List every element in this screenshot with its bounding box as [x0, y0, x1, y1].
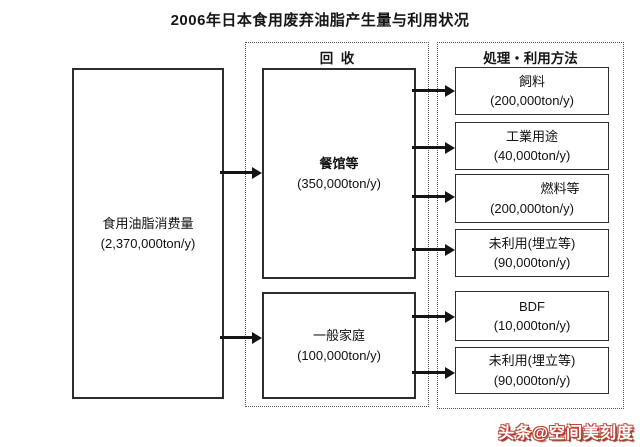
treatment-box-feed: 飼料 (200,000ton/y) [455, 67, 609, 115]
treatment-box-industrial-value: (40,000ton/y) [493, 148, 571, 163]
arrow-restaurant-to-industrial [412, 141, 455, 154]
recycle-box-household: 一般家庭 (100,000ton/y) [262, 292, 416, 399]
arrow-restaurant-to-feed [412, 84, 455, 97]
source-box-label: 食用油脂消费量 [102, 216, 194, 231]
treatment-box-unused-1-value: (90,000ton/y) [493, 255, 571, 270]
treatment-box-fuel-value: (200,000ton/y) [490, 200, 574, 216]
treatment-box-feed-label: 飼料 [518, 73, 545, 89]
arrow-restaurant-to-unused-1 [412, 243, 455, 256]
treatment-box-fuel-label: 燃料等 [540, 181, 580, 196]
treatment-group: 処理・利用方法 [437, 42, 624, 409]
diagram-title: 2006年日本食用废弃油脂产生量与利用状况 [170, 12, 470, 29]
recycle-group: 回 收 [245, 42, 429, 407]
treatment-box-feed-value: (200,000ton/y) [490, 93, 574, 108]
source-box: 食用油脂消费量 (2,370,000ton/y) [72, 68, 224, 399]
recycle-group-header: 回 收 [319, 51, 355, 66]
treatment-box-unused-1-label: 未利用(埋立等) [488, 235, 576, 251]
recycle-box-restaurant-value: (350,000ton/y) [297, 175, 381, 191]
recycle-box-restaurant-label: 餐馆等 [319, 156, 359, 171]
treatment-box-bdf-label: BDF [519, 298, 545, 314]
arrow-restaurant-to-fuel [412, 190, 455, 203]
treatment-box-industrial: 工業用途 (40,000ton/y) [455, 122, 609, 170]
arrow-household-to-bdf [412, 310, 455, 323]
arrow-household-to-unused-2 [412, 366, 455, 379]
treatment-box-bdf-value: (10,000ton/y) [493, 318, 571, 333]
treatment-group-header: 処理・利用方法 [483, 51, 578, 66]
arrow-source-to-household [220, 331, 262, 344]
recycle-box-household-value: (100,000ton/y) [297, 347, 381, 363]
arrow-source-to-restaurant [220, 166, 262, 179]
treatment-box-bdf: BDF (10,000ton/y) [455, 291, 609, 341]
treatment-box-unused-2-value: (90,000ton/y) [493, 372, 571, 388]
source-box-value: (2,370,000ton/y) [100, 235, 196, 251]
treatment-box-unused-2-label: 未利用(埋立等) [488, 353, 576, 368]
treatment-box-unused-2: 未利用(埋立等) (90,000ton/y) [455, 347, 609, 394]
recycle-box-household-label: 一般家庭 [312, 328, 365, 343]
treatment-box-industrial-label: 工業用途 [505, 128, 558, 144]
watermark: 头条@空间美刻度 [498, 425, 634, 442]
treatment-box-fuel: 燃料等 (200,000ton/y) [455, 174, 609, 223]
recycle-box-restaurant: 餐馆等 (350,000ton/y) [262, 68, 416, 279]
treatment-box-unused-1: 未利用(埋立等) (90,000ton/y) [455, 229, 609, 277]
